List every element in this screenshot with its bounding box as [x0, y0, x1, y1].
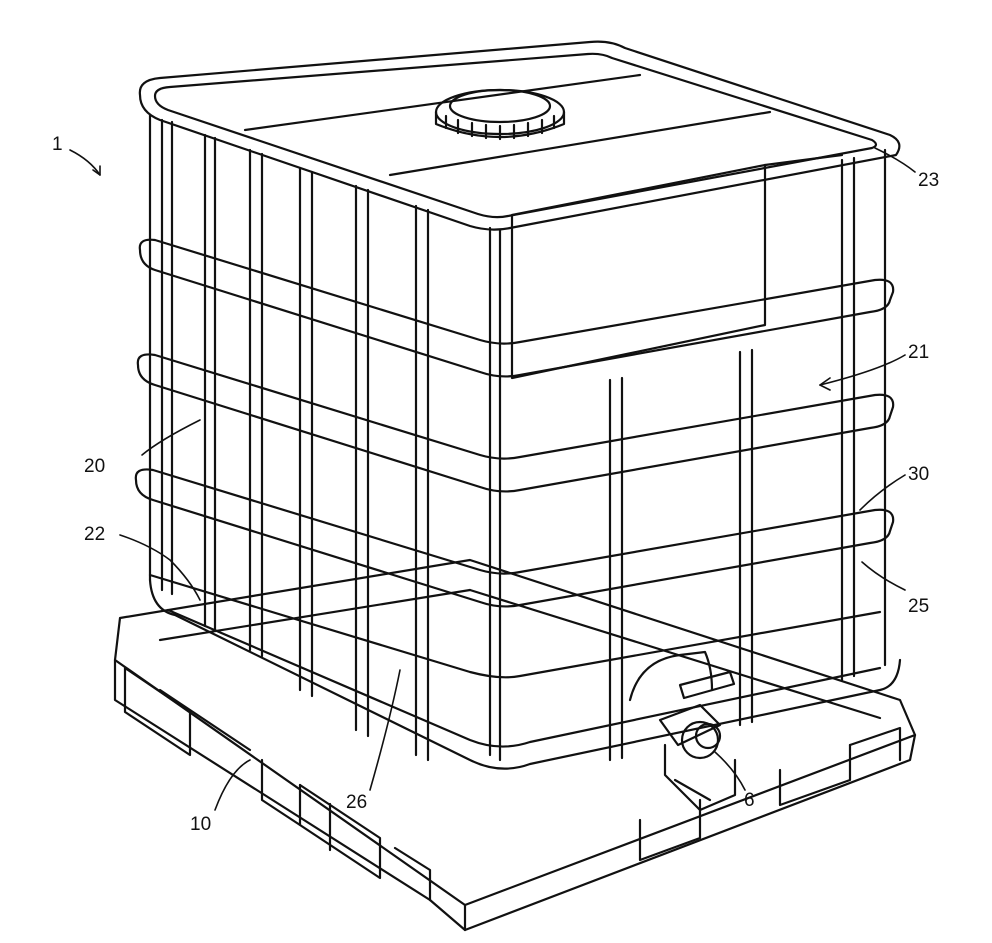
pallet: [113, 558, 917, 932]
label-25: 25: [908, 596, 929, 617]
tank-body: [148, 113, 887, 762]
label-1: 1: [52, 134, 63, 155]
label-plate: [510, 153, 844, 380]
vertical-bars-right: [608, 156, 856, 762]
label-20: 20: [84, 456, 105, 477]
label-21: 21: [908, 342, 929, 363]
cage-rings: [134, 238, 895, 679]
label-22: 22: [84, 524, 105, 545]
leader-lines: [69, 147, 916, 811]
vertical-bars-left: [160, 118, 430, 762]
label-23: 23: [918, 170, 939, 191]
reference-labels: 1 23 21 20 30 22 25 10 26 6: [52, 134, 939, 835]
label-30: 30: [908, 464, 929, 485]
label-26: 26: [346, 792, 367, 813]
label-10: 10: [190, 814, 211, 835]
label-6: 6: [744, 790, 755, 811]
outlet-valve: [628, 650, 737, 812]
fill-cap: [434, 88, 566, 141]
